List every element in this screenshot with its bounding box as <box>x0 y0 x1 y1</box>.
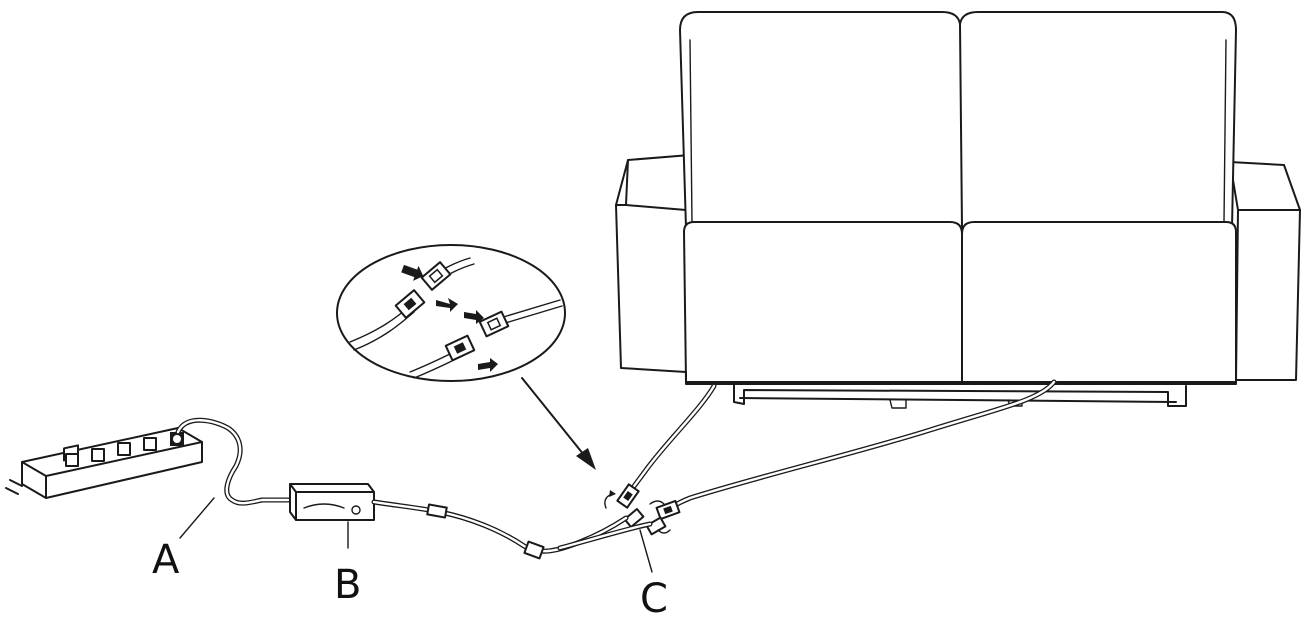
label-b: B <box>334 562 361 608</box>
sofa-right-arm <box>1229 161 1301 381</box>
arrow-icon <box>478 358 498 372</box>
sofa-base-frame <box>733 383 1187 409</box>
label-c: C <box>640 576 668 619</box>
power-cable-a <box>175 417 291 506</box>
sofa-left-arm <box>615 154 691 373</box>
power-icon <box>351 505 361 515</box>
sofa-backrest <box>679 11 1237 229</box>
detail-zoom-circle <box>336 244 566 382</box>
arrow-icon <box>464 310 484 324</box>
sofa <box>615 11 1301 409</box>
power-supply-box <box>289 483 375 521</box>
power-strip <box>5 427 203 499</box>
cable-connectors <box>604 483 681 536</box>
arrow-icon <box>649 500 665 505</box>
label-leaders <box>179 497 653 573</box>
arrow-icon <box>436 298 458 312</box>
arrow-icon <box>401 264 424 281</box>
label-a: A <box>152 537 180 583</box>
power-cable-b <box>371 499 653 560</box>
zoom-leader-arrow <box>521 377 596 470</box>
sofa-seat <box>683 221 1237 385</box>
arrow-icon <box>609 490 616 497</box>
